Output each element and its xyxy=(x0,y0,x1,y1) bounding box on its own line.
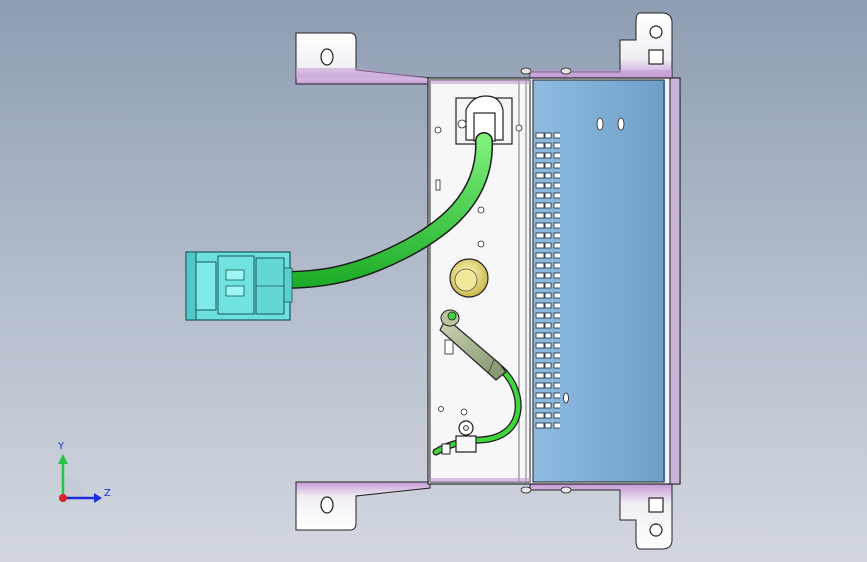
panel-slot xyxy=(617,117,625,131)
panel-slot xyxy=(563,392,569,404)
bracket-hole xyxy=(320,496,334,514)
main-green-cable-fill xyxy=(274,133,492,288)
bracket-slot xyxy=(648,49,664,65)
panel-slot xyxy=(596,117,604,131)
y-axis-label: Y xyxy=(58,441,65,452)
coordinate-triad xyxy=(58,454,102,503)
top-left-mounting-bracket[interactable] xyxy=(295,32,431,85)
cable-sleeve[interactable] xyxy=(439,309,507,381)
bottom-left-mounting-bracket[interactable] xyxy=(295,481,431,531)
bracket-slot xyxy=(648,497,664,513)
cable-clip[interactable] xyxy=(441,420,477,455)
side-panel[interactable] xyxy=(532,79,665,483)
yellow-knob[interactable] xyxy=(449,258,489,298)
z-axis-label: Z xyxy=(104,488,111,499)
ventilation-slots xyxy=(534,131,560,431)
bracket-hole xyxy=(649,25,663,39)
top-right-mounting-bracket[interactable] xyxy=(520,12,673,79)
cyan-connector[interactable] xyxy=(185,251,293,321)
bottom-right-mounting-bracket[interactable] xyxy=(520,483,673,550)
origin-point xyxy=(59,494,67,502)
bracket-hole xyxy=(649,523,663,537)
bracket-hole xyxy=(320,48,334,66)
